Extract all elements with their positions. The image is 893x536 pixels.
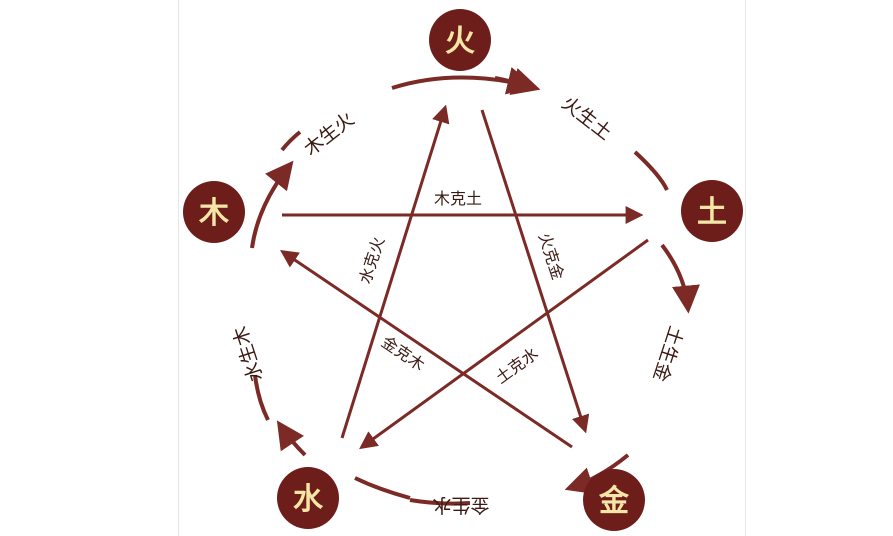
arc-water-wood-2 (276, 420, 307, 457)
arrow-fire-metal (480, 109, 590, 434)
arc-earth-metal (633, 150, 669, 191)
arc-earth-down (660, 243, 700, 314)
svg-text:土: 土 (697, 195, 727, 230)
arc-water-wood (253, 374, 270, 421)
right-border (745, 0, 746, 536)
label-earth-metal: 土生金 (648, 323, 687, 384)
arrow-earth-water (359, 238, 649, 450)
label-fire-earth: 火生土 (557, 92, 615, 144)
svg-text:火: 火 (445, 24, 475, 59)
node-water: 水 (277, 467, 339, 529)
label-wood-fire: 木生火 (300, 108, 358, 160)
arrow-water-fire (340, 104, 450, 439)
arrow-metal-wood (280, 249, 573, 449)
label-water-fire: 水克火 (355, 235, 388, 287)
node-metal: 金 (583, 469, 645, 531)
arc-wood-fire (280, 130, 302, 152)
arc-wood-up (250, 160, 294, 249)
node-wood: 木 (183, 181, 245, 243)
arc-water-bottom (354, 476, 411, 500)
svg-text:水: 水 (293, 482, 324, 517)
svg-text:金: 金 (598, 484, 630, 519)
label-wood-earth: 木克土 (434, 189, 482, 208)
arc-fire-top (391, 67, 536, 95)
label-metal-wood: 金克木 (378, 332, 428, 375)
label-fire-metal: 火克金 (535, 231, 568, 283)
label-water-wood: 水生木 (229, 323, 268, 384)
left-border (178, 0, 179, 536)
label-earth-water: 土克水 (492, 344, 542, 388)
node-fire: 火 (429, 9, 491, 71)
node-earth: 土 (681, 180, 743, 242)
arc-metal-water-2 (409, 498, 471, 506)
overcoming-star (280, 104, 649, 450)
label-metal-water: 金生水 (432, 494, 489, 516)
svg-text:木: 木 (198, 196, 229, 231)
